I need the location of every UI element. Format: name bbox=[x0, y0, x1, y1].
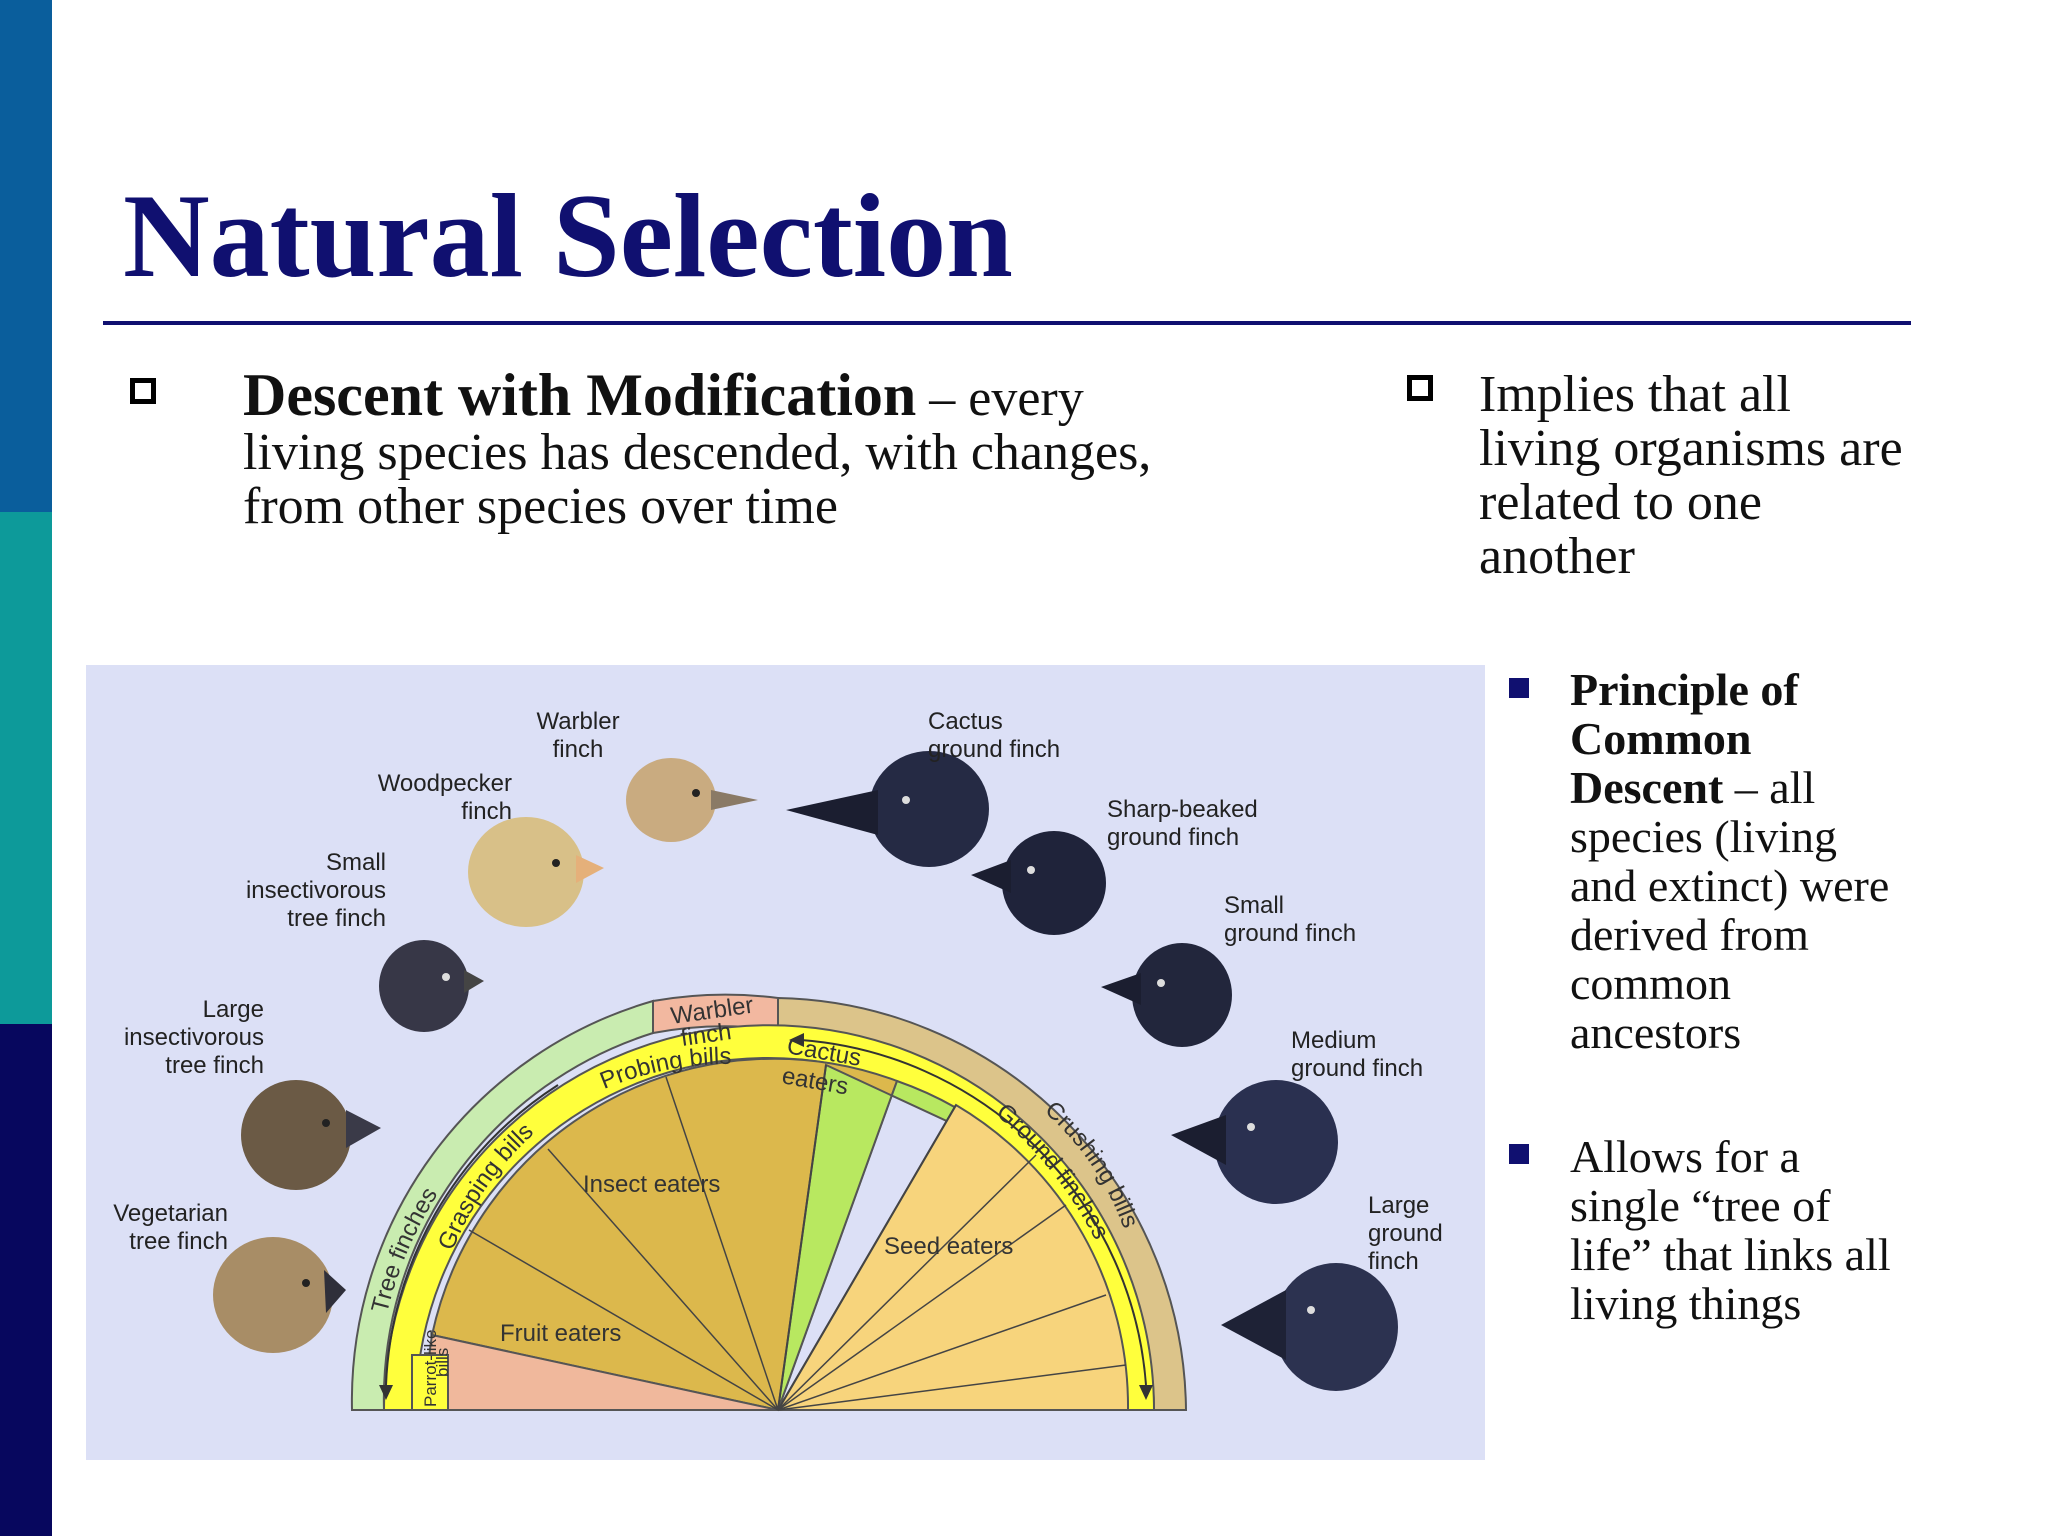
sub-bullet-tree-of-life: Allows for a single “tree of life” that … bbox=[1570, 1132, 2010, 1328]
large-insectivorous-tree-finch-head-icon bbox=[241, 1080, 381, 1190]
small-insectivorous-tree-finch-label-1: Small bbox=[326, 849, 386, 876]
finch-beak-diagram: Tree finches Ground finches Grasping bil… bbox=[86, 665, 1485, 1460]
warbler-finch-head-icon bbox=[626, 758, 758, 842]
cactus-ground-finch-head-icon bbox=[786, 751, 989, 867]
large-ground-finch-label-3: finch bbox=[1368, 1248, 1419, 1275]
medium-ground-finch-label-1: Medium bbox=[1291, 1027, 1376, 1054]
sub1-text-8: ancestors bbox=[1570, 1007, 1742, 1058]
warbler-finch-label-2: finch bbox=[553, 736, 604, 763]
sub1-text-7: common bbox=[1570, 958, 1731, 1009]
large-ground-finch-head-icon bbox=[1221, 1263, 1398, 1391]
sharp-beaked-ground-finch-head-icon bbox=[971, 831, 1106, 935]
seed-eaters-sector bbox=[776, 1103, 1130, 1411]
bullet-implies-related: Implies that all living organisms are re… bbox=[1479, 368, 2019, 584]
title-underline bbox=[103, 321, 1911, 325]
bullet2-text-4: another bbox=[1479, 528, 1635, 585]
seed-eaters-label: Seed eaters bbox=[884, 1233, 1013, 1260]
bullet1-text-2: living species has descended, with chang… bbox=[243, 424, 1152, 481]
cactus-ground-finch-label-1: Cactus bbox=[928, 708, 1003, 735]
sub1-text-4: species (living bbox=[1570, 811, 1837, 862]
sub2-text-1: Allows for a bbox=[1570, 1131, 1800, 1182]
small-insectivorous-tree-finch-label-2: insectivorous bbox=[246, 877, 386, 904]
arrowhead-icon bbox=[1139, 1385, 1153, 1400]
side-stripe-navy bbox=[0, 1024, 52, 1536]
bullet-descent-with-modification: Descent with Modification – every living… bbox=[243, 365, 1243, 535]
bullet1-text-3: from other species over time bbox=[243, 478, 838, 535]
medium-ground-finch-label-2: ground finch bbox=[1291, 1055, 1423, 1082]
bullet2-text-2: living organisms are bbox=[1479, 420, 1903, 477]
fruit-eaters-label: Fruit eaters bbox=[500, 1320, 621, 1347]
sub1-text-6: derived from bbox=[1570, 909, 1809, 960]
bullet2-text-1: Implies that all bbox=[1479, 366, 1791, 423]
ground-finches-arrow bbox=[800, 1039, 1147, 1386]
woodpecker-finch-label-1: Woodpecker bbox=[378, 770, 512, 797]
sharp-beaked-ground-finch-label-2: ground finch bbox=[1107, 824, 1239, 851]
large-insectivorous-tree-finch-label-1: Large bbox=[203, 996, 264, 1023]
arrowhead-icon bbox=[379, 1385, 393, 1400]
sub2-text-4: living things bbox=[1570, 1278, 1802, 1329]
cactus-ground-finch-label-2: ground finch bbox=[928, 736, 1060, 763]
insect-eaters-sector bbox=[430, 1057, 899, 1412]
sub-bullet-square-icon bbox=[1509, 1144, 1529, 1164]
arrowhead-icon bbox=[789, 1033, 804, 1047]
sector-divider bbox=[777, 1064, 827, 1411]
small-insectivorous-tree-finch-head-icon bbox=[379, 940, 484, 1032]
bullet1-text-1: – every bbox=[916, 370, 1084, 427]
term-descent: Descent with Modification bbox=[243, 362, 917, 428]
sharp-beaked-ground-finch-label-1: Sharp-beaked bbox=[1107, 796, 1258, 823]
side-stripe-blue bbox=[0, 0, 52, 512]
term-principle-3: Descent bbox=[1570, 762, 1724, 813]
woodpecker-finch-label-2: finch bbox=[461, 798, 512, 825]
finch-diagram-svg: Tree finches Ground finches Grasping bil… bbox=[113, 708, 1443, 1412]
parrot-bills-label-1: Parrot-like bbox=[421, 1330, 440, 1407]
small-ground-finch-label-1: Small bbox=[1224, 892, 1284, 919]
parrot-bills-label-2: bills bbox=[433, 1348, 452, 1377]
tree-finches-arrow bbox=[385, 1084, 559, 1386]
bullet-square-icon bbox=[1407, 375, 1433, 401]
sub2-text-3: life” that links all bbox=[1570, 1229, 1891, 1280]
bullet-square-icon bbox=[130, 378, 156, 404]
slide-title: Natural Selection bbox=[123, 169, 1013, 302]
medium-ground-finch-head-icon bbox=[1171, 1080, 1338, 1204]
insect-eaters-label: Insect eaters bbox=[583, 1171, 720, 1198]
sub1-text-5: and extinct) were bbox=[1570, 860, 1890, 911]
large-ground-finch-label-2: ground bbox=[1368, 1220, 1443, 1247]
sub-bullet-square-icon bbox=[1509, 678, 1529, 698]
large-insectivorous-tree-finch-label-2: insectivorous bbox=[124, 1024, 264, 1051]
term-principle-1: Principle of bbox=[1570, 664, 1799, 715]
large-insectivorous-tree-finch-label-3: tree finch bbox=[165, 1052, 264, 1079]
fan-lines bbox=[468, 1076, 1127, 1411]
sub1-text-3: – all bbox=[1723, 762, 1816, 813]
parrot-bills-block bbox=[411, 1354, 449, 1411]
vegetarian-tree-finch-label-2: tree finch bbox=[129, 1228, 228, 1255]
small-insectivorous-tree-finch-label-3: tree finch bbox=[287, 905, 386, 932]
woodpecker-finch-head-icon bbox=[468, 817, 604, 927]
large-ground-finch-label-1: Large bbox=[1368, 1192, 1429, 1219]
side-stripe-teal bbox=[0, 512, 52, 1024]
sub2-text-2: single “tree of bbox=[1570, 1180, 1831, 1231]
vegetarian-tree-finch-label-1: Vegetarian bbox=[113, 1200, 228, 1227]
small-ground-finch-label-2: ground finch bbox=[1224, 920, 1356, 947]
bill-band bbox=[382, 1024, 1156, 1411]
bullet2-text-3: related to one bbox=[1479, 474, 1762, 531]
term-principle-2: Common bbox=[1570, 713, 1752, 764]
vegetarian-tree-finch-head-icon bbox=[213, 1237, 346, 1353]
sub-bullet-common-descent: Principle of Common Descent – all specie… bbox=[1570, 665, 2010, 1057]
sector-divider bbox=[777, 1104, 957, 1411]
small-ground-finch-head-icon bbox=[1101, 943, 1232, 1047]
warbler-finch-label-1: Warbler bbox=[536, 708, 619, 735]
